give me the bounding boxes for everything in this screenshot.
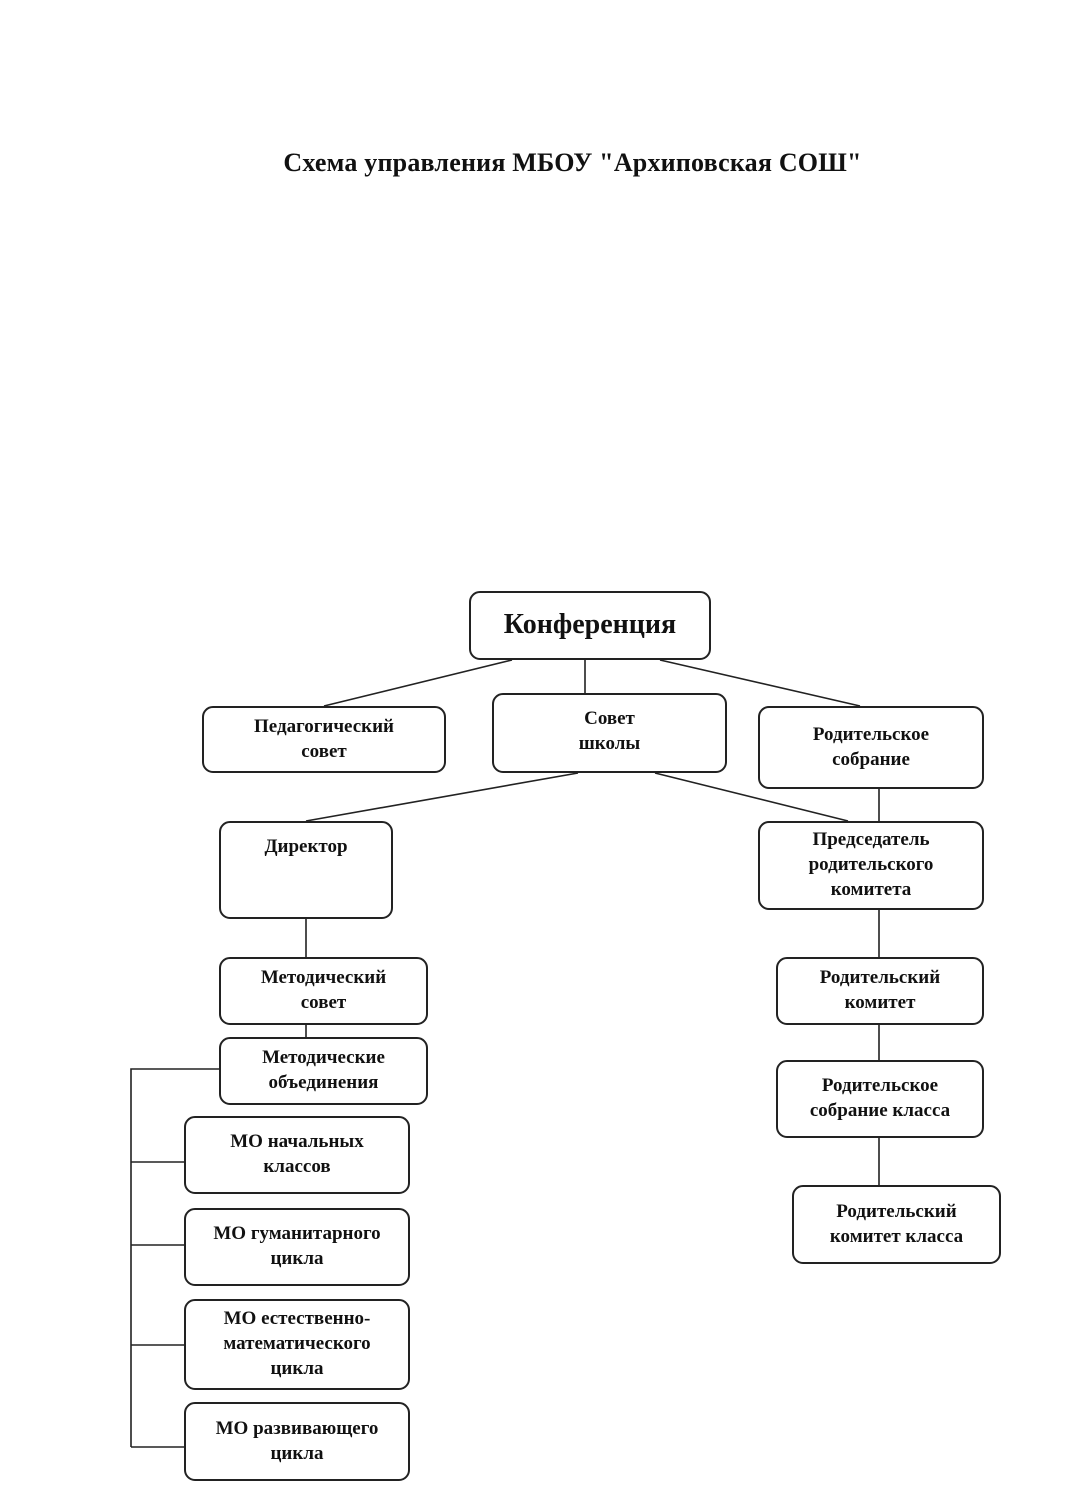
node-class-parent-meeting: Родительское собрание класса xyxy=(776,1060,984,1138)
node-conference-label: Конференция xyxy=(503,609,677,641)
node-school-council-label: Совет школы xyxy=(578,708,641,754)
node-class-parent-committee: Родительский комитет класса xyxy=(792,1185,1001,1264)
node-mo-science-math-label: МО естественно- математического цикла xyxy=(223,1308,371,1379)
node-parent-committee: Родительский комитет xyxy=(776,957,984,1025)
node-director-label: Директор xyxy=(264,836,348,857)
node-pedagogical-council-label: Педагогический совет xyxy=(254,715,394,762)
node-methodical-council-label: Методический совет xyxy=(260,967,387,1013)
connector-conference-pedagogical xyxy=(323,659,513,707)
node-methodical-associations: Методические объединения xyxy=(219,1037,428,1105)
connector-council-director xyxy=(305,772,579,822)
node-parent-committee-label: Родительский комитет xyxy=(819,967,941,1013)
node-mo-science-math: МО естественно- математического цикла xyxy=(184,1299,410,1390)
node-school-council: Совет школы xyxy=(492,693,727,773)
connector-conference-parent-meeting xyxy=(659,659,861,707)
node-class-parent-committee-label: Родительский комитет класса xyxy=(829,1200,964,1247)
node-committee-chair: Председатель родительского комитета xyxy=(758,821,984,910)
node-class-parent-meeting-label: Родительское собрание класса xyxy=(809,1075,951,1121)
node-methodical-council: Методический совет xyxy=(219,957,428,1025)
node-parent-meeting: Родительское собрание xyxy=(758,706,984,789)
diagram-title: Схема управления МБОУ "Архиповская СОШ" xyxy=(283,148,862,177)
connector-associations-bracket xyxy=(130,1068,219,1447)
node-conference: Конференция xyxy=(469,591,711,660)
node-mo-humanities: МО гуманитарного цикла xyxy=(184,1208,410,1286)
connector-council-chair xyxy=(654,772,849,822)
node-mo-developmental: МО развивающего цикла xyxy=(184,1402,410,1481)
node-pedagogical-council: Педагогический совет xyxy=(202,706,446,773)
node-mo-humanities-label: МО гуманитарного цикла xyxy=(213,1223,381,1269)
node-mo-primary: МО начальных классов xyxy=(184,1116,410,1194)
node-mo-developmental-label: МО развивающего цикла xyxy=(215,1417,379,1464)
node-parent-meeting-label: Родительское собрание xyxy=(812,723,930,770)
node-committee-chair-label: Председатель родительского комитета xyxy=(808,829,934,900)
node-director: Директор xyxy=(219,821,393,919)
node-mo-primary-label: МО начальных классов xyxy=(230,1131,364,1177)
node-methodical-associations-label: Методические объединения xyxy=(262,1047,385,1093)
